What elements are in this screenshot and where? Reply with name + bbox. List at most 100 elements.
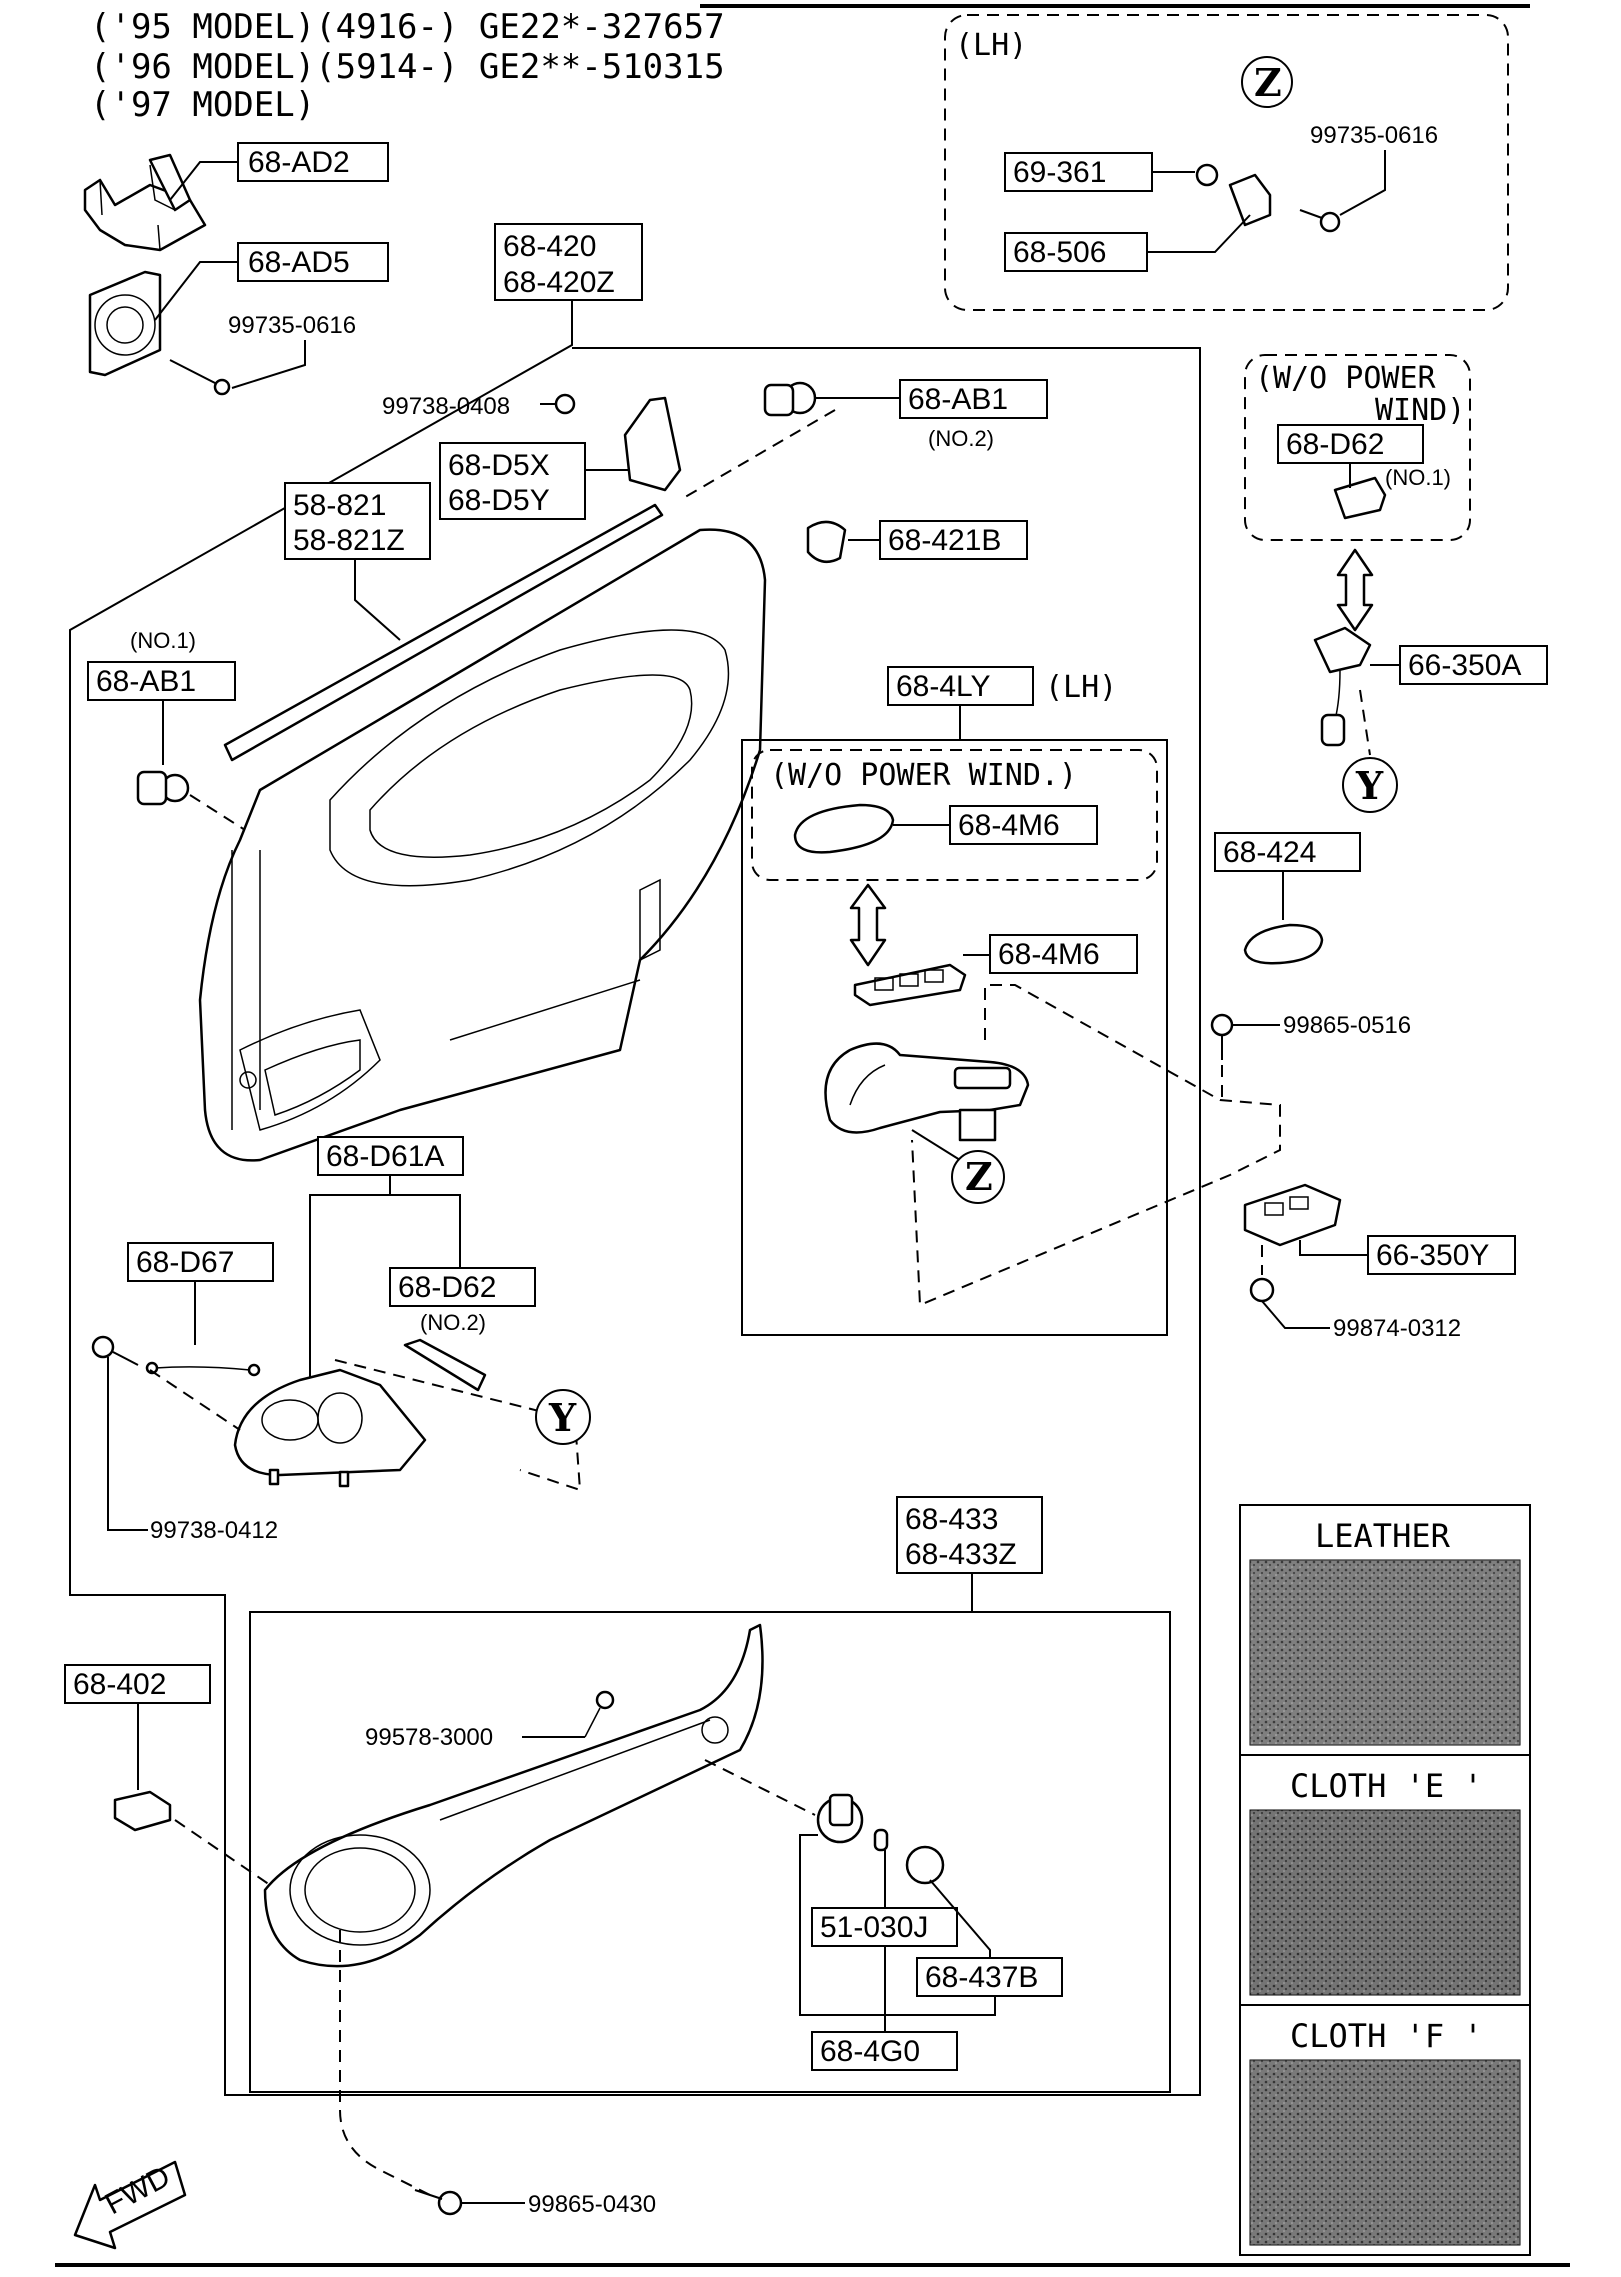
callout-99735-0616-b: 99735-0616: [1310, 122, 1438, 149]
callout-68-4g0-box: [811, 2031, 958, 2071]
leader-68-506: [1147, 214, 1251, 253]
ref-y-mid-circle: [535, 1389, 591, 1445]
callout-68-ad5-box: [237, 242, 389, 282]
lh-mid-label: (LH): [1045, 670, 1117, 705]
swatch-cloth-f-label: CLOTH 'F ': [1290, 2017, 1483, 2055]
callout-68-4m6-a-box: [949, 805, 1098, 845]
swap-arrow-mid: [849, 883, 887, 967]
callout-66-350a: 66-350A: [1408, 649, 1521, 682]
callout-68-4ly: 68-4LY: [896, 670, 991, 703]
callout-68-437b-box: [916, 1957, 1063, 1997]
ref-y-right: Y: [1355, 763, 1384, 808]
wo-power-top-group: [1244, 354, 1471, 541]
switch-68-d62-top: [1333, 476, 1387, 520]
bracket-68-d5x: [623, 396, 682, 492]
pocket-subassembly-box: [249, 1611, 1171, 2093]
callout-68-4m6-b-box: [989, 934, 1138, 974]
clip-99578: [595, 1690, 615, 1710]
leader-68-ad5: [154, 261, 238, 321]
callout-99738-0408: 99738-0408: [382, 393, 510, 420]
callout-99738-0412: 99738-0412: [150, 1517, 278, 1544]
ref-z-mid-circle: [951, 1150, 1005, 1204]
dashed-armrest-switch: [911, 984, 1281, 1307]
leader-68-437b: [929, 1879, 991, 1958]
door-trim-panel: [198, 528, 767, 1162]
leader-58-821: [354, 559, 401, 641]
dashed-66-350a: [1359, 689, 1371, 756]
leader-99735-b: [1339, 150, 1386, 216]
callout-68-506: 68-506: [1013, 236, 1106, 269]
swatch-cloth-f: [1249, 2059, 1521, 2246]
callout-99578-3000: 99578-3000: [365, 1724, 493, 1751]
switch-66-350a: [1313, 626, 1372, 747]
callout-58-821z: 58-821Z: [293, 524, 405, 557]
callout-68-ad2: 68-AD2: [248, 146, 350, 179]
wo-power-wind-group: [751, 749, 1158, 881]
fwd-arrow: [73, 2160, 187, 2250]
dashed-68-ab1-left: [189, 794, 246, 831]
callout-68-ab1-left-box: [87, 661, 236, 701]
pad-68-424: [1243, 923, 1324, 965]
callout-66-350y: 66-350Y: [1376, 1239, 1489, 1272]
callout-68-d62-mid: 68-D62: [398, 1271, 496, 1304]
header-line-1: ('95 MODEL)(4916-) GE22*-327657: [90, 7, 725, 47]
wire-68-d67: [145, 1361, 261, 1377]
callout-99874-0312: 99874-0312: [1333, 1315, 1461, 1342]
callout-68-ab1-left: 68-AB1: [96, 665, 196, 698]
swatch-leather-label: LEATHER: [1315, 1517, 1451, 1555]
swatch-cloth-e: [1249, 1809, 1521, 1996]
callout-68-ad5: 68-AD5: [248, 246, 350, 279]
callout-68-d62-top-box: [1277, 424, 1424, 464]
bracket-68-ad2: [83, 153, 207, 252]
leader-66-350y: [1299, 1240, 1368, 1256]
ref-z-top-circle: [1241, 56, 1293, 108]
switch-panel-68-4m6-b: [853, 963, 967, 1007]
screw-99865-0430: [414, 2189, 463, 2216]
map-pocket: [263, 1623, 764, 1968]
wo-power-line-2: WIND): [1375, 393, 1465, 428]
callout-68-ab1-top: 68-AB1: [908, 383, 1008, 416]
speaker-68-ad5: [88, 270, 162, 377]
swatch-cloth-e-tint: [1250, 1810, 1520, 1995]
clip-68-421b: [806, 520, 847, 564]
callout-68-437b: 68-437B: [925, 1961, 1038, 1994]
callout-51-030j-box: [811, 1907, 958, 1947]
callout-58-821: 58-821: [293, 489, 386, 522]
switch-panel-68-4m6-a: [793, 803, 895, 854]
weatherstrip-58-821: [223, 503, 664, 762]
material-swatch-panel: LEATHER CLOTH 'E ' CLOTH 'F ': [1239, 1504, 1531, 2256]
lh-top-label: (LH): [955, 28, 1027, 63]
callout-68-4m6-a: 68-4M6: [958, 809, 1060, 842]
callout-68-420-box: [494, 223, 643, 301]
callout-68-d5x-box: [439, 442, 586, 520]
swap-arrow-top: [1336, 548, 1374, 632]
callout-66-350a-box: [1399, 645, 1548, 685]
swatch-leather-tint: [1250, 1560, 1520, 1745]
bracket-68-d62-mid: [403, 1338, 487, 1392]
swatch-cloth-f-tint: [1250, 2060, 1520, 2245]
leader-99578-b: [584, 1707, 601, 1738]
callout-69-361-box: [1004, 152, 1153, 192]
screw-99738-0412: [91, 1335, 139, 1366]
callout-68-433z: 68-433Z: [905, 1538, 1017, 1571]
dashed-99865-0430: [339, 1930, 431, 2196]
callout-68-433-box: [896, 1496, 1043, 1574]
header-line-3: ('97 MODEL): [90, 85, 315, 125]
ref-z-mid: Z: [965, 1154, 993, 1199]
screw-99735-b-shank: [1299, 209, 1323, 219]
clip-68-402: [113, 1790, 172, 1832]
clip-69-361: [1195, 163, 1219, 187]
callout-68-433: 68-433: [905, 1503, 998, 1536]
callout-68-ab1-top-box: [899, 379, 1048, 419]
callout-58-821-box: [284, 482, 431, 560]
callout-68-4g0: 68-4G0: [820, 2035, 920, 2068]
callout-68-421b-box: [879, 520, 1028, 560]
ref-z-top: Z: [1254, 60, 1282, 105]
callout-68-d5y: 68-D5Y: [448, 484, 550, 517]
wo-power-line-1: (W/O POWER: [1255, 361, 1437, 396]
dashed-bezel-left: [149, 1369, 241, 1431]
leader-z-mid: [911, 1129, 961, 1161]
callout-99865-0516: 99865-0516: [1283, 1012, 1411, 1039]
callout-68-d62-top: 68-D62: [1286, 428, 1384, 461]
